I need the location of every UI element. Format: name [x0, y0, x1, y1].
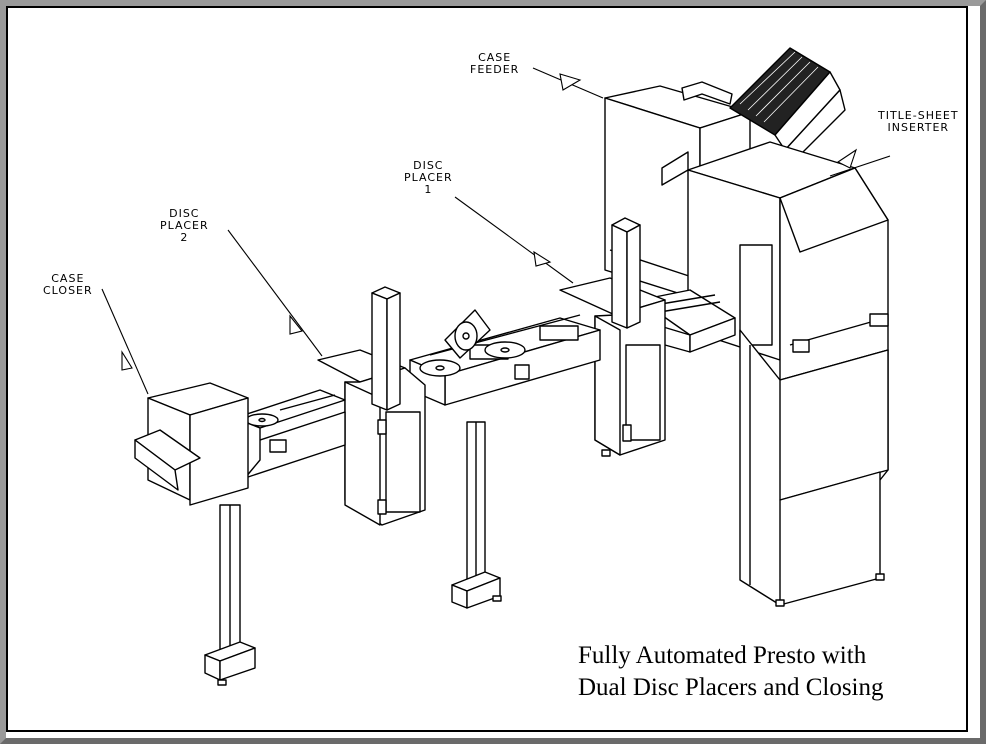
conveyor-left — [234, 389, 346, 479]
label-line: DISC — [413, 159, 444, 172]
leader-title-sheet-inserter — [829, 148, 891, 177]
disc-placer-2-unit — [317, 286, 426, 526]
caption-line-1: Fully Automated Presto with — [578, 642, 867, 669]
caption-line-2: Dual Disc Placers and Closing — [578, 674, 884, 701]
label-line: 2 — [180, 231, 189, 244]
label-line: 1 — [424, 183, 433, 196]
label-line: PLACER — [404, 171, 453, 184]
label-line: TITLE-SHEET — [878, 109, 959, 122]
label-line: CASE — [478, 51, 512, 64]
label-line: PLACER — [160, 219, 209, 232]
leader-case-closer — [101, 288, 149, 395]
leader-disc-placer-2 — [227, 229, 323, 357]
conveyor-middle — [409, 309, 601, 406]
disc-placer-1-unit — [559, 217, 666, 457]
label-line: DISC — [169, 207, 200, 220]
label-case-feeder: CASE FEEDER — [470, 52, 519, 76]
case-closer-unit — [134, 382, 249, 506]
label-line: FEEDER — [470, 63, 520, 76]
label-line: CLOSER — [43, 284, 93, 297]
label-disc-placer-2: DISC PLACER 2 — [160, 208, 209, 244]
leg-middle — [451, 421, 502, 609]
label-line: CASE — [51, 272, 85, 285]
label-line: INSERTER — [887, 121, 950, 134]
label-case-closer: CASE CLOSER — [43, 273, 93, 297]
caption: Fully Automated Presto with Dual Disc Pl… — [578, 640, 884, 704]
drawing-border — [6, 6, 968, 732]
leader-disc-placer-1 — [454, 196, 574, 284]
label-title-sheet-inserter: TITLE-SHEET INSERTER — [878, 110, 959, 134]
leader-case-feeder — [532, 67, 604, 99]
label-disc-placer-1: DISC PLACER 1 — [404, 160, 453, 196]
leg-left — [204, 504, 256, 686]
